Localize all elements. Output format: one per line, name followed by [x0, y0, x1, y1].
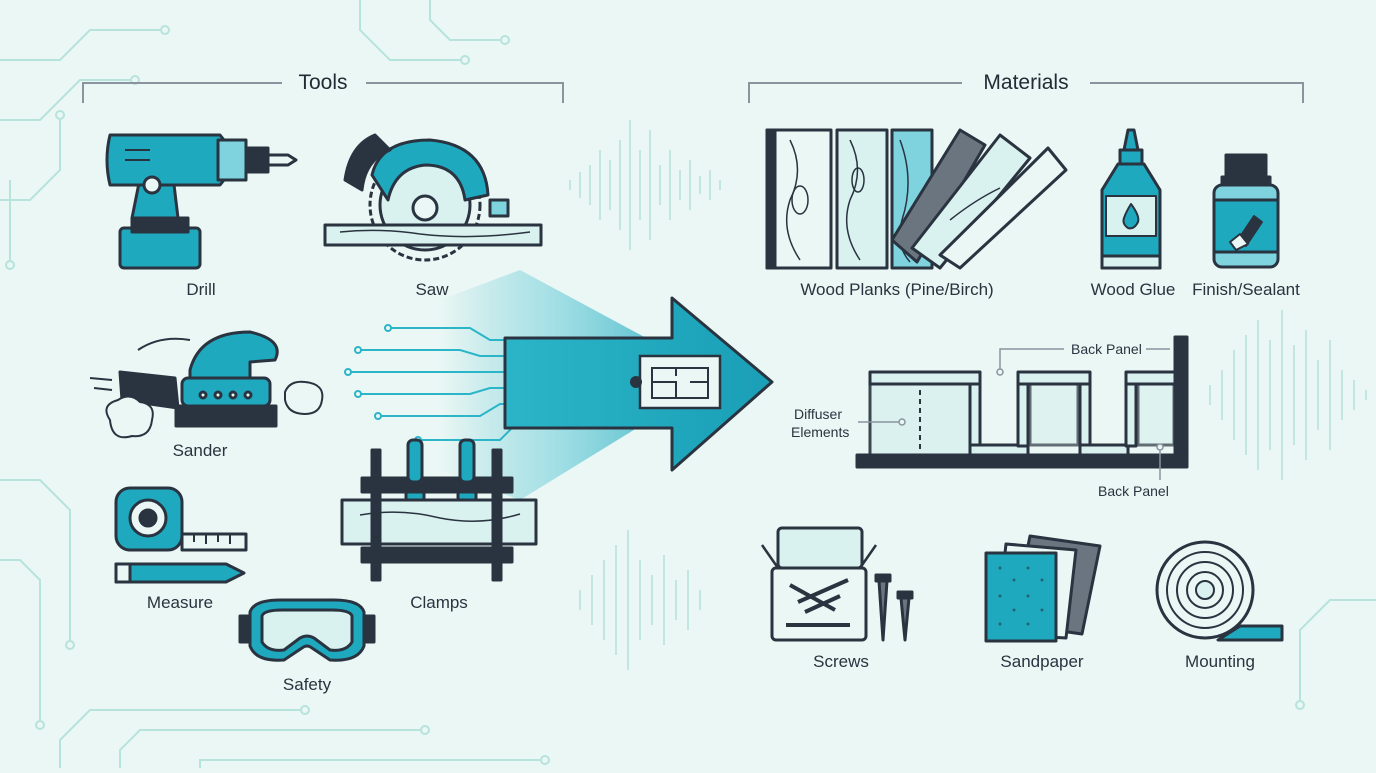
panel-callouts — [858, 348, 1170, 480]
clamps-label: Clamps — [410, 593, 468, 612]
sander-label: Sander — [172, 441, 228, 460]
measure-icon — [114, 486, 248, 584]
drill-label: Drill — [186, 280, 216, 299]
safety-label: Safety — [282, 675, 332, 694]
blueprint-icon — [630, 354, 722, 410]
sandpaper-label: Sandpaper — [1000, 652, 1084, 671]
finish-sealant-label: Finish/Sealant — [1192, 280, 1300, 299]
wood-glue-label: Wood Glue — [1090, 280, 1176, 299]
drill-icon — [105, 133, 298, 270]
sandpaper-icon — [984, 534, 1102, 643]
materials-heading: Materials — [983, 71, 1069, 94]
back-panel-bottom-label: Back Panel — [1098, 483, 1169, 499]
sound-wave-decoration — [569, 120, 1367, 670]
mounting-label: Mounting — [1185, 652, 1255, 671]
back-panel-top-label: Back Panel — [1071, 341, 1142, 357]
saw-icon — [323, 133, 543, 262]
finish-sealant-icon — [1212, 153, 1280, 269]
safety-goggles-icon — [238, 598, 376, 662]
tools-bracket — [82, 82, 564, 103]
wood-planks-label: Wood Planks (Pine/Birch) — [800, 280, 994, 299]
diffuser-label-line2: Elements — [791, 424, 850, 440]
screws-icon — [760, 526, 914, 642]
tools-heading: Tools — [298, 71, 348, 94]
materials-bracket — [748, 82, 1304, 103]
clamps-icon — [340, 438, 538, 582]
wood-glue-icon — [1100, 128, 1162, 270]
wood-planks-icon — [765, 128, 1068, 270]
diffuser-label-line1: Diffuser — [794, 406, 842, 422]
panel-assembly — [855, 335, 1189, 469]
saw-label: Saw — [415, 280, 449, 299]
screws-label: Screws — [813, 652, 869, 671]
sander-icon — [89, 330, 324, 439]
mounting-tape-icon — [1155, 540, 1284, 642]
measure-label: Measure — [146, 593, 214, 612]
